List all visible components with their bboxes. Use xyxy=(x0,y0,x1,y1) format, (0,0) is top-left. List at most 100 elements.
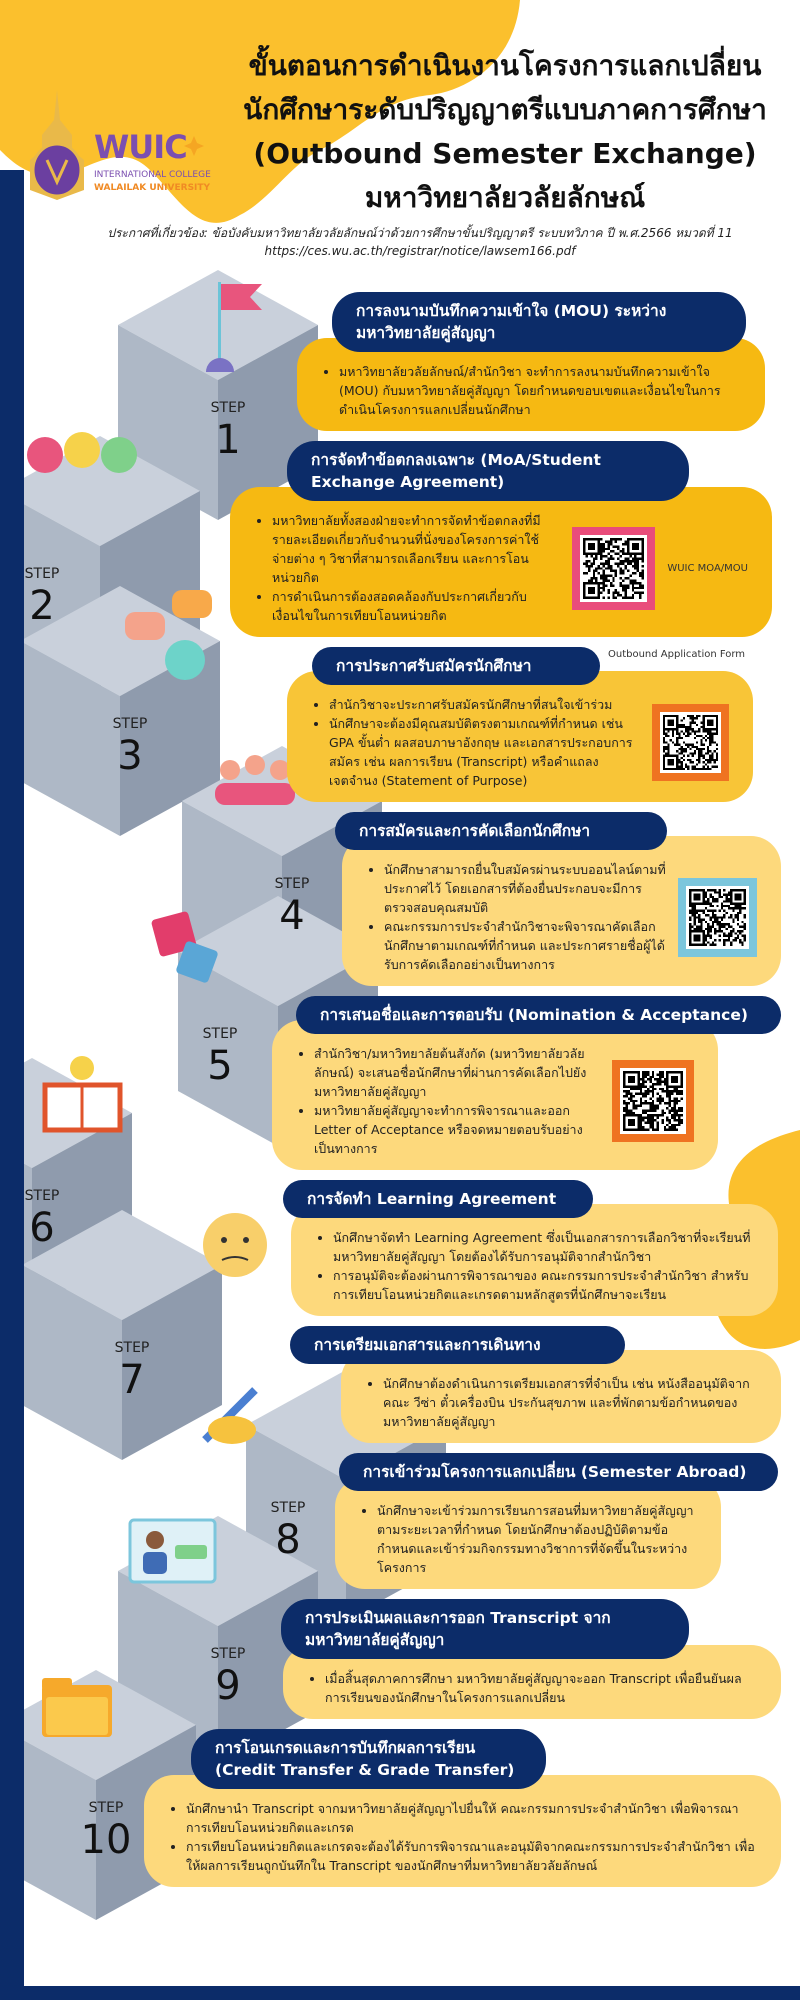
thinking-face-icon xyxy=(203,1213,267,1277)
sparkle-icon xyxy=(184,136,204,156)
step-5: การเสนอชื่อและการตอบรับ (Nomination & Ac… xyxy=(0,996,800,1170)
qr-code[interactable] xyxy=(652,704,729,781)
bullet-list: นักศึกษาจัดทำ Learning Agreement ซึ่งเป็… xyxy=(315,1228,754,1304)
bullet-list: สำนักวิชาจะประกาศรับสมัครนักศึกษาที่สนใจ… xyxy=(311,695,640,790)
step-number: 3 xyxy=(117,733,143,779)
step-4-body: นักศึกษาสามารถยื่นใบสมัครผ่านระบบออนไลน์… xyxy=(342,836,781,986)
step-label: STEP xyxy=(112,716,148,732)
bullet-list: นักศึกษานำ Transcript จากมหาวิทยาลัยคู่ส… xyxy=(168,1799,757,1875)
step-3: การประกาศรับสมัครนักศึกษา Outbound Applic… xyxy=(0,647,800,802)
bullet-item: นักศึกษาสามารถยื่นใบสมัครผ่านระบบออนไลน์… xyxy=(384,860,666,917)
announcement: ประกาศที่เกี่ยวข้อง: ข้อบังคับมหาวิทยาลั… xyxy=(40,224,800,260)
step-label: STEP xyxy=(24,1188,60,1204)
step-7-title: การเตรียมเอกสารและการเดินทาง xyxy=(290,1326,625,1364)
title-line: (Outbound Semester Exchange) xyxy=(253,137,757,170)
step-label: STEP xyxy=(210,1646,246,1662)
step-8-title: การเข้าร่วมโครงการแลกเปลี่ยน (Semester A… xyxy=(339,1453,778,1491)
puzzle-icon xyxy=(151,911,218,983)
step-label: STEP xyxy=(210,400,246,416)
step-number: 7 xyxy=(119,1357,145,1403)
bottom-navy-bar xyxy=(0,1986,800,2000)
step-4: การสมัครและการคัดเลือกนักศึกษานักศึกษาสา… xyxy=(0,812,800,986)
folder-icon xyxy=(42,1678,112,1737)
step-5-body: สำนักวิชา/มหาวิทยาลัยต้นสังกัด (มหาวิทยา… xyxy=(272,1020,718,1170)
step-number: 4 xyxy=(279,893,305,939)
step-6-body: นักศึกษาจัดทำ Learning Agreement ซึ่งเป็… xyxy=(291,1204,778,1316)
qr-label: WUIC MOA/MOU xyxy=(667,562,748,574)
step-number: 6 xyxy=(29,1205,55,1251)
left-navy-strip xyxy=(0,170,24,2000)
step-5-title: การเสนอชื่อและการตอบรับ (Nomination & Ac… xyxy=(296,996,781,1034)
bullet-item: คณะกรรมการประจำสำนักวิชาจะพิจารณาคัดเลือ… xyxy=(384,917,666,974)
step-8-body: นักศึกษาจะเข้าร่วมการเรียนการสอนที่มหาวิ… xyxy=(335,1477,721,1589)
bullet-item: สำนักวิชาจะประกาศรับสมัครนักศึกษาที่สนใจ… xyxy=(329,695,640,714)
stair-cube xyxy=(20,586,220,836)
logo-line1: INTERNATIONAL COLLEGE xyxy=(94,170,211,180)
step-7-body: นักศึกษาต้องดำเนินการเตรียมเอกสารที่จำเป… xyxy=(341,1350,781,1443)
page-title: ขั้นตอนการดำเนินงานโครงการแลกเปลี่ยน นัก… xyxy=(210,44,800,220)
step-4-title: การสมัครและการคัดเลือกนักศึกษา xyxy=(335,812,667,850)
bullet-item: มหาวิทยาลัยคู่สัญญาจะทำการพิจารณาและออก … xyxy=(314,1101,600,1158)
flag-icon xyxy=(206,282,262,372)
bullet-item: เมื่อสิ้นสุดภาคการศึกษา มหาวิทยาลัยคู่สั… xyxy=(325,1669,757,1707)
step-9-title: การประเมินผลและการออก Transcript จาก มหา… xyxy=(281,1599,689,1659)
step-2-title: การจัดทำข้อตกลงเฉพาะ (MoA/Student Exchan… xyxy=(287,441,689,501)
steps-list: การลงนามบันทึกความเข้าใจ (MOU) ระหว่าง ม… xyxy=(0,292,800,1897)
bullet-item: การดำเนินการต้องสอดคล้องกับประกาศเกี่ยวก… xyxy=(272,587,560,625)
step-number: 5 xyxy=(207,1043,233,1089)
logo: WUIC INTERNATIONAL COLLEGE WALAILAK UNIV… xyxy=(22,90,211,200)
step-9: การประเมินผลและการออก Transcript จาก มหา… xyxy=(0,1599,800,1719)
step-1-title: การลงนามบันทึกความเข้าใจ (MOU) ระหว่าง ม… xyxy=(332,292,746,352)
bullet-list: มหาวิทยาลัยวลัยลักษณ์/สำนักวิชา จะทำการล… xyxy=(321,362,741,419)
step-label: STEP xyxy=(114,1340,150,1356)
announcement-text: ประกาศที่เกี่ยวข้อง: ข้อบังคับมหาวิทยาลั… xyxy=(107,226,733,240)
stair-cube xyxy=(22,1210,222,1460)
qr-code[interactable] xyxy=(572,526,656,610)
bullet-item: นักศึกษานำ Transcript จากมหาวิทยาลัยคู่ส… xyxy=(186,1799,757,1837)
step-6-title: การจัดทำ Learning Agreement xyxy=(283,1180,593,1218)
bullet-list: เมื่อสิ้นสุดภาคการศึกษา มหาวิทยาลัยคู่สั… xyxy=(307,1669,757,1707)
regulation-link[interactable]: https://ces.wu.ac.th/registrar/notice/la… xyxy=(264,244,576,258)
bullet-item: การเทียบโอนหน่วยกิตและเกรดจะต้องได้รับกา… xyxy=(186,1837,757,1875)
step-2: การจัดทำข้อตกลงเฉพาะ (MoA/Student Exchan… xyxy=(0,441,800,637)
step-10: การโอนเกรดและการบันทึกผลการเรียน (Credit… xyxy=(0,1729,800,1887)
step-label: STEP xyxy=(202,1026,238,1042)
step-1-body: มหาวิทยาลัยวลัยลักษณ์/สำนักวิชา จะทำการล… xyxy=(297,338,765,431)
step-6: การจัดทำ Learning Agreement นักศึกษาจัดทำ… xyxy=(0,1180,800,1316)
step-number: 2 xyxy=(29,583,55,629)
step-10-body: นักศึกษานำ Transcript จากมหาวิทยาลัยคู่ส… xyxy=(144,1775,781,1887)
logo-wuic: WUIC xyxy=(94,128,188,166)
bullet-list: สำนักวิชา/มหาวิทยาลัยต้นสังกัด (มหาวิทยา… xyxy=(296,1044,600,1158)
online-meeting-icon xyxy=(128,1518,217,1584)
qr-label: Outbound Application Form xyxy=(608,649,746,660)
title-line: ขั้นตอนการดำเนินงานโครงการแลกเปลี่ยน xyxy=(248,49,762,82)
chat-bubbles-icon xyxy=(125,590,212,680)
bullet-item: นักศึกษาต้องดำเนินการเตรียมเอกสารที่จำเป… xyxy=(383,1374,757,1431)
step-number: 8 xyxy=(275,1517,301,1563)
qr-code[interactable] xyxy=(612,1060,694,1142)
step-number: 1 xyxy=(215,417,241,463)
step-number: 10 xyxy=(80,1817,132,1863)
step-label: STEP xyxy=(24,566,60,582)
step-2-body: มหาวิทยาลัยทั้งสองฝ่ายจะทำการจัดทำข้อตกล… xyxy=(230,487,772,637)
bullet-item: นักศึกษาจะต้องมีคุณสมบัติตรงตามเกณฑ์ที่ก… xyxy=(329,714,640,790)
title-line: นักศึกษาระดับปริญญาตรีแบบภาคการศึกษา xyxy=(243,93,767,126)
step-3-title: การประกาศรับสมัครนักศึกษา xyxy=(312,647,600,685)
bullet-list: มหาวิทยาลัยทั้งสองฝ่ายจะทำการจัดทำข้อตกล… xyxy=(254,511,560,625)
step-label: STEP xyxy=(270,1500,306,1516)
bullet-item: มหาวิทยาลัยทั้งสองฝ่ายจะทำการจัดทำข้อตกล… xyxy=(272,511,560,587)
step-8: การเข้าร่วมโครงการแลกเปลี่ยน (Semester A… xyxy=(0,1453,800,1589)
team-icon xyxy=(215,755,295,805)
bullet-item: นักศึกษาจัดทำ Learning Agreement ซึ่งเป็… xyxy=(333,1228,754,1266)
step-10-title: การโอนเกรดและการบันทึกผลการเรียน (Credit… xyxy=(191,1729,546,1789)
bullet-item: มหาวิทยาลัยวลัยลักษณ์/สำนักวิชา จะทำการล… xyxy=(339,362,741,419)
emotion-faces-icon xyxy=(27,432,137,473)
bullet-list: นักศึกษาสามารถยื่นใบสมัครผ่านระบบออนไลน์… xyxy=(366,860,666,974)
bullet-list: นักศึกษาจะเข้าร่วมการเรียนการสอนที่มหาวิ… xyxy=(359,1501,697,1577)
step-1: การลงนามบันทึกความเข้าใจ (MOU) ระหว่าง ม… xyxy=(0,292,800,431)
yellow-drip-decoration xyxy=(0,0,520,223)
step-7: การเตรียมเอกสารและการเดินทางนักศึกษาต้อง… xyxy=(0,1326,800,1443)
qr-code[interactable] xyxy=(678,877,757,957)
book-idea-icon xyxy=(42,1056,123,1133)
university-crest-icon xyxy=(30,90,84,200)
